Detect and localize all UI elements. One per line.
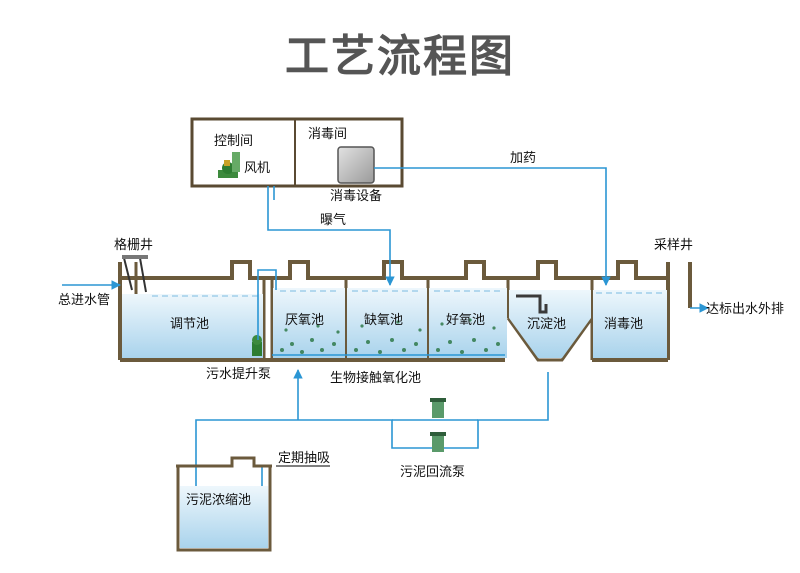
disinfection-tank-label: 消毒池 (604, 317, 643, 332)
sludge-thickener (176, 456, 272, 552)
bar-screen-well-label: 格栅井 (114, 237, 153, 253)
anaerobic-tank-label: 厌氧池 (285, 313, 324, 328)
blower-icon (218, 152, 240, 178)
blower-label: 风机 (244, 161, 270, 176)
disinfection-room-label: 消毒间 (308, 127, 347, 142)
bar-screen (122, 255, 148, 293)
disinfection-tank-water (593, 290, 667, 358)
sludge-return-pump-icon (430, 398, 446, 452)
bio-carrier-bubbles (280, 318, 500, 354)
anoxic-tank-label: 缺氧池 (364, 313, 403, 328)
control-room-label: 控制间 (214, 134, 253, 149)
anoxic-tank-water (347, 288, 427, 358)
pipes (62, 167, 709, 520)
sludge-return-pump-label: 污泥回流泵 (400, 465, 465, 480)
sewage-lift-pump-label: 污水提升泵 (206, 366, 271, 382)
equalization-tank-water (122, 294, 263, 358)
aerobic-tank-label: 好氧池 (446, 313, 485, 328)
sedimentation-tank-water (509, 290, 591, 358)
sampling-well-label: 采样井 (654, 238, 693, 253)
diagram-title: 工艺流程图 (285, 31, 515, 82)
periodic-pumping-label: 定期抽吸 (278, 451, 330, 466)
aeration-label: 曝气 (320, 212, 346, 228)
sedimentation-inlet-pipe (516, 294, 548, 314)
anaerobic-tank-water (273, 288, 345, 358)
water-surface-lines (152, 290, 664, 297)
lift-pump-icon (252, 335, 262, 356)
lift-pipe (257, 269, 277, 340)
discharge-label: 达标出水外排 (706, 302, 784, 317)
tank-water (122, 288, 667, 358)
sludge-thickener-label: 污泥浓缩池 (186, 492, 251, 508)
equalization-tank-label: 调节池 (170, 317, 209, 332)
main-inlet-label: 总进水管 (58, 293, 110, 308)
tank-walls (134, 262, 594, 362)
sedimentation-tank-label: 沉淀池 (527, 317, 566, 332)
dosing-label: 加药 (510, 151, 536, 166)
aeration-pipe (267, 186, 395, 286)
thickener-water (180, 486, 268, 548)
disinfection-equipment-label: 消毒设备 (330, 188, 382, 204)
dosing-pipe (374, 167, 611, 286)
disinfection-equipment-icon (337, 146, 375, 184)
labels: 控制间 消毒间 风机 消毒设备 加药 曝气 格栅井 采样井 总进水管 达标出水外… (58, 127, 784, 508)
biofilm-tank-label: 生物接触氧化池 (330, 370, 421, 386)
